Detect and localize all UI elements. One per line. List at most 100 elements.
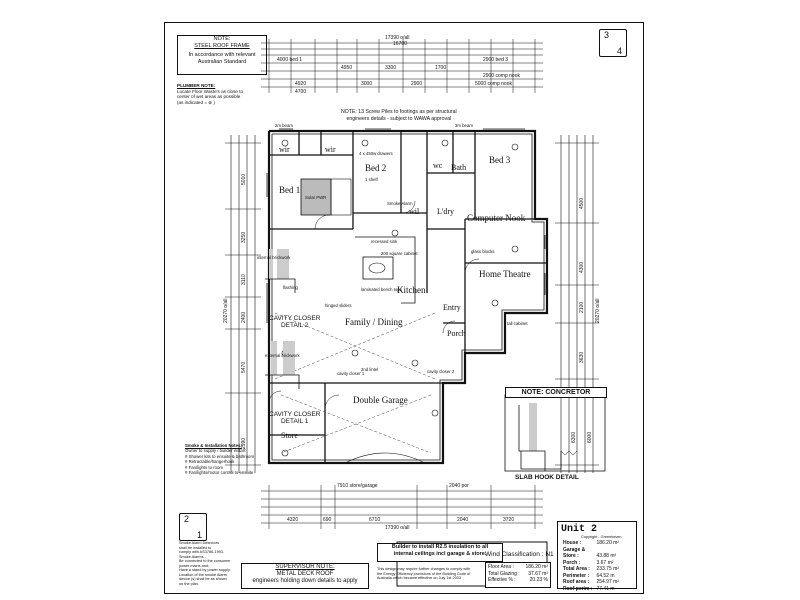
smoke-install-line-5: # Fan/lights/motor control to ensuite [185,470,254,476]
room-bed-3: Bed 3 [489,155,511,165]
room-kitchen: Kitchen [397,285,426,295]
unit-row-label: Garage & [563,546,586,553]
concretor-note: NOTE: CONCRETOR [505,387,607,398]
unit-row: Total Area : 233.75 m² [561,566,621,573]
cavity-closer-1-label: CAVITY CLOSER DETAIL 1 [269,411,320,425]
unit-row: Roof perim :77.41 m [561,586,621,593]
dim-top-4950: 4950 [341,65,353,71]
supervisor-note: SUPERVISOR NOTE: METAL DECK ROOF enginee… [241,563,369,589]
smoke-install-line-3: # Retractable/hangerhook [185,459,235,465]
alarm-line-2: shall be installed to [179,545,212,550]
unit-row-label: Perimeter : [563,572,590,579]
alarm-line-8: Location of the smoke Alarm [179,572,227,577]
room-wc: wc [433,161,443,170]
annotation-cabinet: 200 square cabinet [381,251,418,256]
annotation-flashing: flashing [283,285,298,290]
floor-plan-drawing [225,39,606,587]
design-line-2: the Energy Efficiency provisions of the … [377,571,471,576]
room-wir-1: wir [279,145,290,154]
plumber-line-1: Locate Floor Waste's as close to [177,88,244,94]
unit-row: Garage & [561,547,621,554]
supervisor-title: SUPERVISOR NOTE: [275,564,335,570]
dim-top-4700: 4700 [295,89,307,95]
unit-title: Unit 2 [561,524,598,535]
annotation-glass-blocks: glass blocks [471,249,495,254]
dim-right-6000: 6000 [587,431,593,443]
total-glazing-label: Total Glazing : [488,570,520,577]
insulation-line-2: internal ceilings incl garage & store. [393,551,487,557]
annotation-3phase: tall cabinet [507,321,528,326]
dim-top-4920: 4920 [295,81,307,87]
cavity-closer-1-line-2: DETAIL 1 [280,418,309,425]
dim-top-bed3: 2900 bed 3 [483,57,509,63]
cavity-closer-2-line-2: DETAIL 2 [280,322,309,329]
alarm-line-6: power mains and; [179,563,209,568]
plumber-title: PLUMBER NOTE: [177,83,216,88]
unit-row-label: Store : [563,553,579,559]
alarm-line-9: device (s) shall be as shown [179,577,227,581]
page-mark-bottom: 2 1 [179,513,207,541]
dim-top-overall: 17390 o/all [385,35,410,41]
alarm-line-3: comply with AS3786-1993. [179,550,224,554]
smoke-install-line-4: # Fan/lights to room [185,464,223,470]
steel-roof-title: NOTE: [213,36,231,42]
alarm-line-10: on the plan. [179,581,199,586]
unit-row: Porch : 3.67 m² [561,560,621,567]
design-line-3: Australia which became effective on July… [377,576,461,581]
smoke-install-title: Smoke & Installation Notes: [185,443,242,448]
unit-row: Roof area : 254.97 m² [561,579,621,586]
steel-roof-line-2: Australian Standard [197,58,247,65]
dim-right-6300: 6300 [571,431,577,443]
effective-value: 20.23 % [529,577,548,583]
unit-areas-table: House :186.20 m² Garage & Store :43.88 m… [561,540,621,592]
room-computer-nook: Computer Nook [467,213,526,223]
dim-bottom-6710: 6710 [369,517,381,523]
screw-piles-note: NOTE: 13 Screw Piles to footings as per … [341,109,457,122]
slab-hook-title: SLAB HOOK DETAIL [515,474,579,481]
dim-top-16700: 16700 [393,41,407,47]
unit-row: House :186.20 m² [561,540,621,547]
unit-row: Perimeter :64.52 m [561,573,621,580]
unit-row-label: Roof area : [563,579,590,585]
room-wil: wil [409,207,420,216]
unit-row-value: 3.67 m² [596,559,614,566]
annotation-benchtops: laminated bench tops [361,287,402,292]
supervisor-line-1: METAL DECK ROOF [276,571,334,577]
concretor-title: NOTE: CONCRETOR [521,389,591,396]
dim-left-5010: 5010 [241,173,247,185]
dim-top-3000: 3000 [361,81,373,87]
floor-area-label: Floor Area : [488,564,514,570]
plumber-line-2: center of wet areas as possible [177,94,241,100]
dim-left-5470: 5470 [241,361,247,373]
screw-piles-line-2: engineers details - subject to WAWA appr… [346,115,452,122]
cavity-closer-2-line-1: CAVITY CLOSER [269,315,321,322]
dim-left-overall: 20270 o/all [223,298,229,323]
dim-right-4300: 4300 [579,261,585,273]
dim-bottom-3720: 3720 [503,517,515,523]
annotation-cavity-2: cavity closer 2 [427,369,455,374]
unit-row-label: Porch : [563,559,581,566]
dim-right-4500: 4500 [579,197,585,209]
dim-top-3300: 3300 [385,65,397,71]
page-number-2: 2 [184,514,190,524]
plumber-line-3: (as indicated = ⊗ ) [177,99,215,105]
unit-row-label: Total Area : [563,566,590,572]
room-porch: Porch [447,329,466,338]
dim-bottom-690: 690 [323,517,332,523]
steel-roof-line-1: In accordance with relevant [188,52,256,58]
unit-row-value: 77.41 m [596,585,615,592]
wind-classification: Wind Classification : N1 [485,551,554,558]
room-bed-2: Bed 2 [365,163,387,173]
page-mark-top: 3 4 [599,29,627,57]
unit-row-label: Roof perim : [563,585,593,592]
plumber-note: PLUMBER NOTE: Locate Floor Waste's as cl… [177,83,265,105]
design-line-1: This design may require further changes … [377,567,471,571]
design-note: This design may require further changes … [377,567,470,581]
dim-bottom-store-garage: 7910 store/garage [337,483,378,489]
total-glazing-value: 37.67 m² [528,570,548,577]
unit-row-value: 254.97 m² [596,579,619,585]
unit-row-value: 233.75 m² [596,566,619,572]
insulation-line-1: Builder to install R2.5 insulation to al… [391,544,489,550]
smoke-install-line-2: # Shower kits to ensuite & bathroom [185,453,255,459]
room-bed-1: Bed 1 [279,185,301,195]
